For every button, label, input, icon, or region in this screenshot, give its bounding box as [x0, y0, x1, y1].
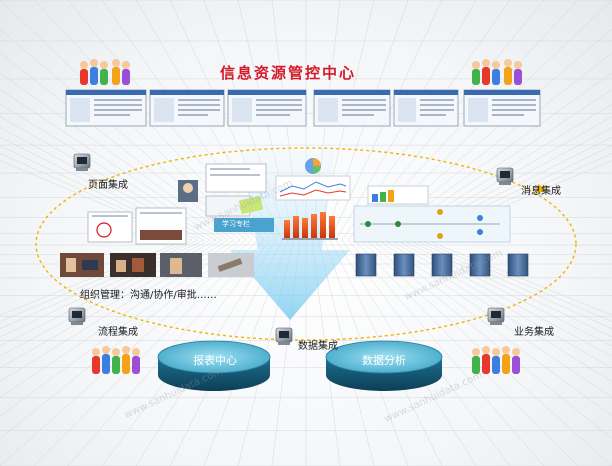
meeting-photos — [60, 253, 254, 277]
document-thumbnails — [87, 163, 274, 245]
pie-chart-icon — [305, 158, 321, 174]
computer-icon-page — [73, 153, 91, 171]
db-label-data-analysis: 数据分析 — [362, 354, 406, 367]
grid-line — [0, 116, 217, 241]
computer-icon-message — [496, 167, 514, 185]
computer-icon-business — [487, 307, 505, 325]
grid-line — [395, 116, 612, 241]
database-data-analysis-icon — [325, 340, 443, 391]
grid-line — [413, 145, 612, 241]
database-report-center-icon — [157, 340, 271, 391]
grid-line — [0, 103, 223, 241]
screen-thumbnail — [65, 89, 147, 127]
grid-line — [0, 127, 211, 241]
node-label-business-integration: 业务集成 — [514, 327, 554, 338]
seal-icon — [96, 222, 112, 238]
grid-line — [401, 127, 612, 241]
computer-icon-process — [68, 307, 86, 325]
node-label-message-integration: 消息集成 — [521, 186, 561, 197]
grid-line — [0, 89, 229, 241]
org-management-label: 组织管理：沟通/协作/审批…… — [80, 290, 217, 301]
grid-line — [383, 89, 612, 241]
node-label-process-integration: 流程集成 — [98, 327, 138, 338]
grid-line — [377, 72, 612, 241]
grid-line — [0, 160, 187, 241]
screen-thumbnail — [313, 89, 391, 127]
computer-icon-data — [275, 327, 293, 345]
grid-line — [425, 160, 612, 241]
workflow-panel — [353, 185, 511, 243]
node-label-data-integration: 数据集成 — [298, 341, 338, 352]
grid-line — [389, 103, 612, 241]
node-label-page-integration: 页面集成 — [88, 180, 128, 191]
people-group-top-right-icon — [472, 59, 522, 85]
bar-chart-icon — [282, 212, 338, 240]
line-chart-icon — [275, 175, 351, 201]
orbit-arrowhead — [536, 184, 548, 193]
screen-thumbnail — [149, 89, 225, 127]
grid-line — [0, 153, 193, 241]
diagram-title: 信息资源管控中心 — [220, 64, 357, 82]
portrait-icon — [183, 183, 193, 193]
db-label-report-center: 报表中心 — [193, 354, 237, 367]
grid-line — [419, 153, 612, 241]
server-rack-icon — [355, 253, 529, 277]
screen-thumbnail — [393, 89, 459, 127]
screen-thumbnail — [227, 89, 307, 127]
people-group-bottom-right-icon — [472, 346, 520, 374]
people-group-top-left-icon — [80, 59, 130, 85]
screenshot-strip — [65, 89, 541, 127]
people-group-bottom-left-icon — [92, 346, 140, 374]
thumbnail-caption: 学习专栏 — [222, 220, 250, 228]
integration-orbit — [35, 147, 577, 341]
grid-line — [0, 145, 199, 241]
screen-thumbnail — [463, 89, 541, 127]
grid-line — [407, 136, 612, 241]
grid-line — [0, 136, 205, 241]
